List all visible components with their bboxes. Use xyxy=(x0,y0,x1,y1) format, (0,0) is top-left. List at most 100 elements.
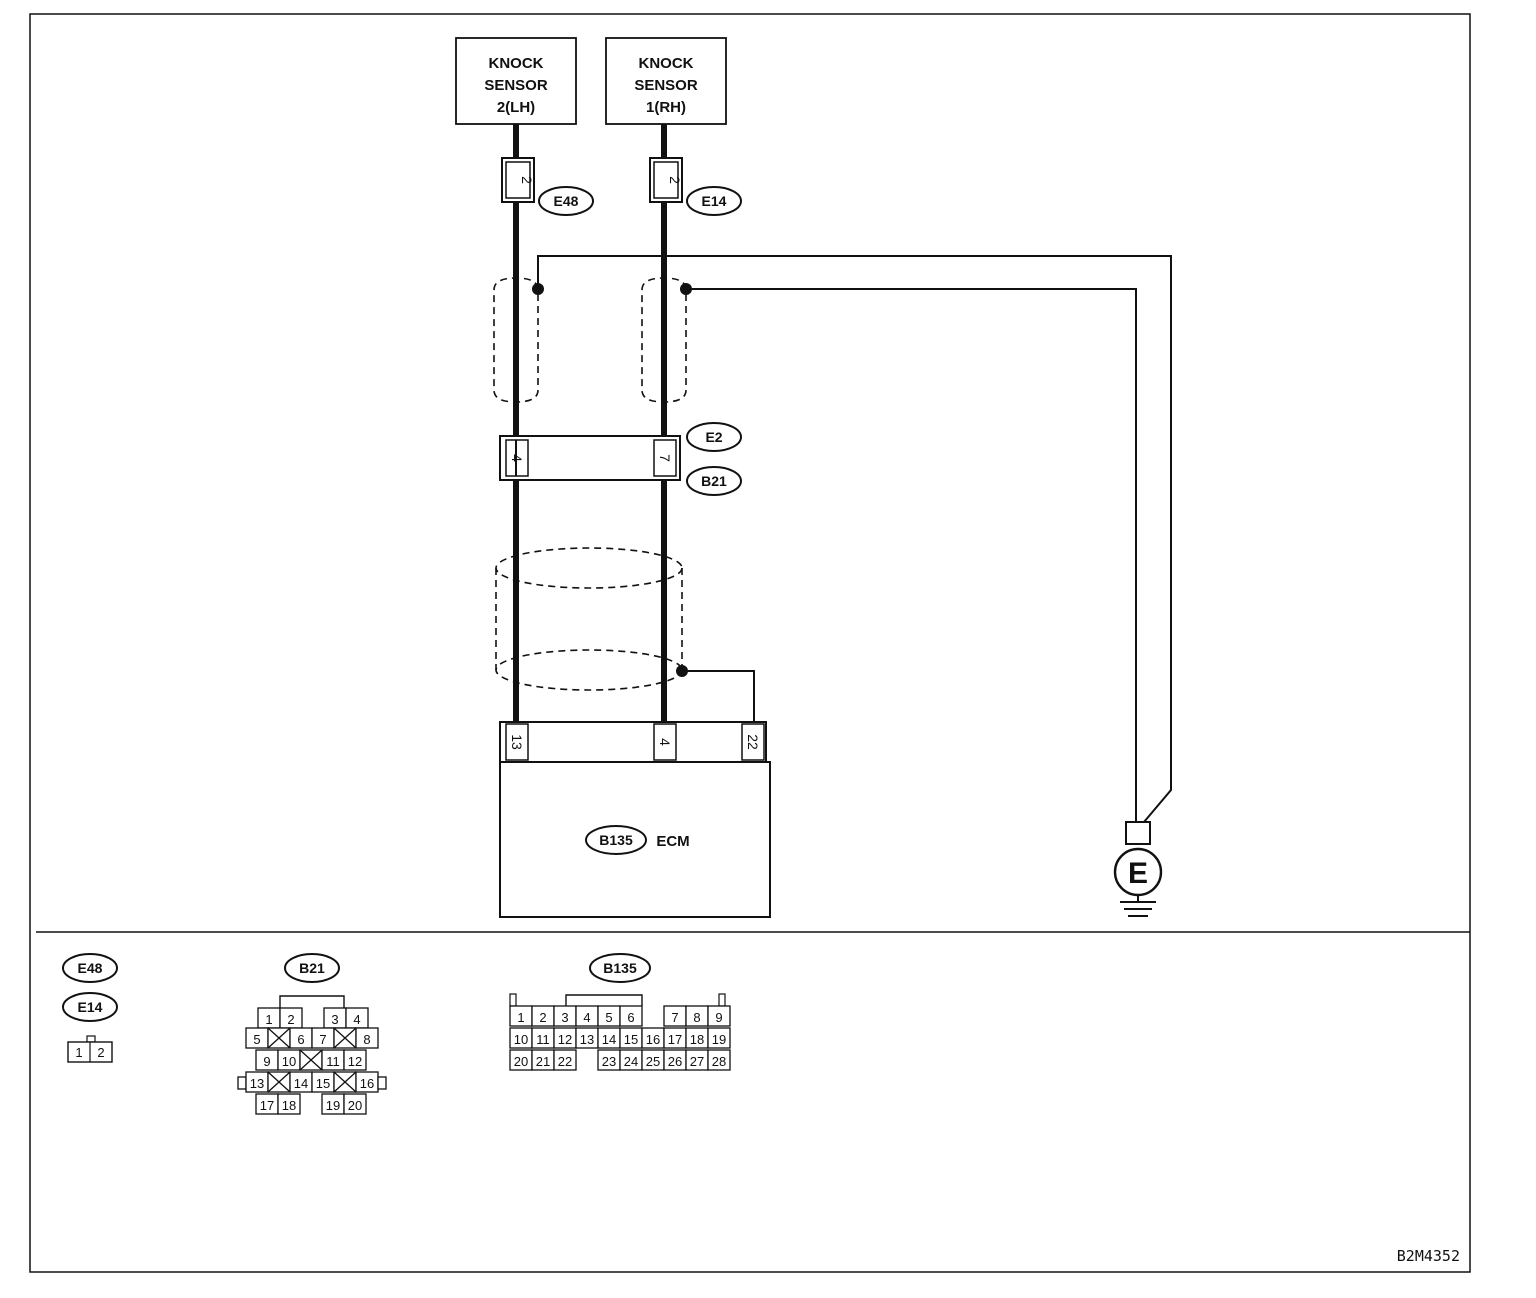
b21-pin-15: 15 xyxy=(316,1076,330,1091)
b135-pin-4: 4 xyxy=(583,1010,590,1025)
lower-shield xyxy=(495,547,683,691)
b135-pin-16: 16 xyxy=(646,1032,660,1047)
b21-pin-9: 9 xyxy=(263,1054,270,1069)
b21-pin-3: 3 xyxy=(331,1012,338,1027)
e2-tag: E2 xyxy=(705,429,722,445)
b135-pin-19-cell xyxy=(707,1027,731,1049)
e48-tag: E48 xyxy=(554,193,579,209)
b21-pin-20: 20 xyxy=(348,1098,362,1113)
knock-sensor-lh: KNOCK SENSOR 2(LH) xyxy=(455,37,577,125)
b21-pin-18: 18 xyxy=(282,1098,296,1113)
b135-pin-3: 3 xyxy=(561,1010,568,1025)
e48-pin-label: 2 xyxy=(519,176,535,184)
legend-e48-e14: E48 E14 1 2 xyxy=(62,953,118,1063)
knock-sensor-lh-line3: 2(LH) xyxy=(497,99,535,116)
b21-pin-16: 16 xyxy=(360,1076,374,1091)
b135-pin-14: 14 xyxy=(602,1032,616,1047)
b135-pin-23: 23 xyxy=(602,1054,616,1069)
b21-blank-c-cross xyxy=(299,1049,323,1071)
legend-e48-tag: E48 xyxy=(78,960,103,976)
e14-tag: E14 xyxy=(702,193,727,209)
b135-pin-26: 26 xyxy=(668,1054,682,1069)
legend-b21-tag: B21 xyxy=(299,960,325,976)
b135-pin-28: 28 xyxy=(712,1054,726,1069)
b135-pin-24: 24 xyxy=(624,1054,638,1069)
b135-pin-6-cell xyxy=(619,1005,643,1027)
ecm-pin-22: 22 xyxy=(745,734,761,750)
legend-e-pin-1: 1 xyxy=(75,1045,82,1060)
b21-latch-right-cell xyxy=(377,1076,387,1090)
knock-sensor-rh-line2: SENSOR xyxy=(634,77,698,94)
b21-pin-8-cell xyxy=(355,1027,379,1049)
knock-sensor-rh-line1: KNOCK xyxy=(639,55,694,72)
ground-label: E xyxy=(1128,857,1148,890)
b135-pin-12: 12 xyxy=(558,1032,572,1047)
b135-pin-10: 10 xyxy=(514,1032,528,1047)
b135-pin-18: 18 xyxy=(690,1032,704,1047)
b135-pin-19: 19 xyxy=(712,1032,726,1047)
b135-pin-2: 2 xyxy=(539,1010,546,1025)
b135-pin-7: 7 xyxy=(671,1010,678,1025)
b21-pin-5: 5 xyxy=(253,1032,260,1047)
legend-e14-tag: E14 xyxy=(78,999,103,1015)
b135-pin-8: 8 xyxy=(693,1010,700,1025)
b21-blank-e-cross xyxy=(333,1071,357,1093)
b135-pin-27: 27 xyxy=(690,1054,704,1069)
upper-shield-rh xyxy=(641,277,687,403)
b135-pin-15: 15 xyxy=(624,1032,638,1047)
knock-sensor-lh-line1: KNOCK xyxy=(489,55,544,72)
knock-sensor-rh: KNOCK SENSOR 1(RH) xyxy=(605,37,727,125)
b21-pin-8: 8 xyxy=(363,1032,370,1047)
b21-pin-1: 1 xyxy=(265,1012,272,1027)
b21-pin-20-cell xyxy=(343,1093,367,1115)
b21-tag: B21 xyxy=(701,473,727,489)
connector-e2-b21: 4 7 E2 B21 xyxy=(499,422,742,496)
b135-pin-1: 1 xyxy=(517,1010,524,1025)
b135-pin-22-cell xyxy=(553,1049,577,1071)
connector-e14: 2 E14 xyxy=(649,157,742,216)
b21-pin-12: 12 xyxy=(348,1054,362,1069)
legend-b135-tag: B135 xyxy=(603,960,637,976)
b21-blank-d-cross xyxy=(267,1071,291,1093)
b21-blank-a-cross xyxy=(267,1027,291,1049)
b21-pin-12-cell xyxy=(343,1049,367,1071)
b135-pin-11: 11 xyxy=(536,1032,550,1047)
e2-pin-right: 7 xyxy=(657,454,673,462)
lower-shield-drain xyxy=(682,670,755,722)
b21-pin-13: 13 xyxy=(250,1076,264,1091)
figure-id: B2M4352 xyxy=(1397,1247,1460,1265)
b135-pin-5: 5 xyxy=(605,1010,612,1025)
shield-junction-rh xyxy=(680,283,692,295)
knock-sensor-lh-line2: SENSOR xyxy=(484,77,548,94)
b135-pin-21: 21 xyxy=(536,1054,550,1069)
b135-pin-25: 25 xyxy=(646,1054,660,1069)
upper-shield-lh xyxy=(493,277,539,403)
b135-pin-17: 17 xyxy=(668,1032,682,1047)
b21-blank-b-cross xyxy=(333,1027,357,1049)
ecm-pin-4: 4 xyxy=(657,738,673,746)
ecm-unit: 13 4 22 B135 ECM xyxy=(499,721,771,918)
ecm-ref-tag: B135 xyxy=(599,832,633,848)
b21-latch-left-cell xyxy=(237,1076,247,1090)
ecm-pin-13: 13 xyxy=(509,734,525,750)
b21-pin-14: 14 xyxy=(294,1076,308,1091)
b21-pin-19: 19 xyxy=(326,1098,340,1113)
b135-pin-9-cell xyxy=(707,1005,731,1027)
b21-pin-18-cell xyxy=(277,1093,301,1115)
b135-pin-6: 6 xyxy=(627,1010,634,1025)
legend-e-pin-2: 2 xyxy=(97,1045,104,1060)
b135-pin-28-cell xyxy=(707,1049,731,1071)
b135-pin-9: 9 xyxy=(715,1010,722,1025)
b21-pin-6: 6 xyxy=(297,1032,304,1047)
e14-pin-label: 2 xyxy=(667,176,683,184)
b21-pin-10: 10 xyxy=(282,1054,296,1069)
shield-junction-lh xyxy=(532,283,544,295)
b21-pin-4: 4 xyxy=(353,1012,360,1027)
diagram-frame xyxy=(29,13,1471,1273)
ground-point: E xyxy=(1113,821,1163,917)
